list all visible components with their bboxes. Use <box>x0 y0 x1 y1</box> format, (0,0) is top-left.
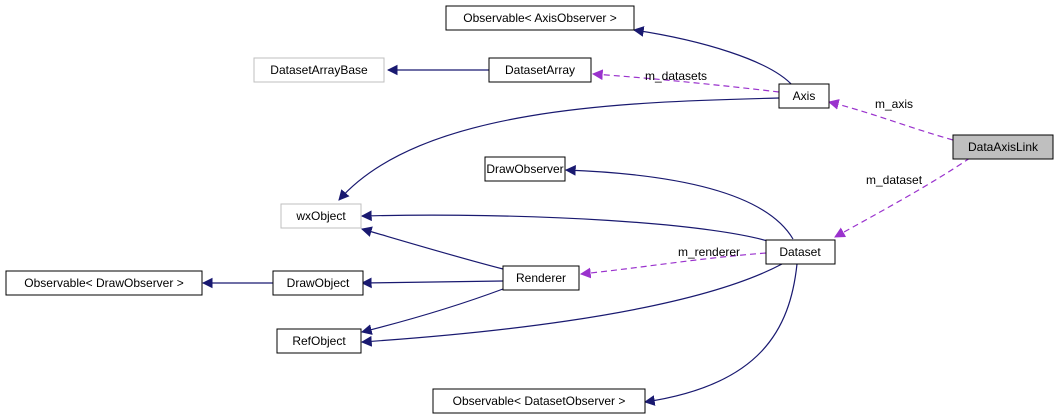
svg-text:Axis: Axis <box>793 89 816 103</box>
svg-text:Observable< DatasetObserver >: Observable< DatasetObserver > <box>453 394 626 408</box>
svg-text:Dataset: Dataset <box>779 245 821 259</box>
node-wxobject: wxObject <box>280 203 362 229</box>
edge-renderer-to-refobject <box>360 288 504 335</box>
node-dataaxislink: DataAxisLink <box>952 134 1054 160</box>
svg-text:Observable< AxisObserver >: Observable< AxisObserver > <box>463 11 616 25</box>
edge-axis-to-wxobject <box>338 97 780 201</box>
edge-dataaxislink-to-dataset <box>834 157 971 238</box>
edge-label-m-datasets: m_datasets <box>645 69 707 83</box>
edge-axis-to-observable-axis <box>632 26 794 87</box>
node-drawobject[interactable]: DrawObject <box>272 270 364 296</box>
svg-text:DataAxisLink: DataAxisLink <box>968 140 1039 154</box>
svg-text:DrawObserver: DrawObserver <box>486 162 563 176</box>
edge-label-m-axis: m_axis <box>875 97 913 111</box>
edge-dataset-to-refobject <box>360 263 783 347</box>
node-observable-axisobserver[interactable]: Observable< AxisObserver > <box>445 5 635 31</box>
edge-axis-to-datasetarray <box>591 69 780 93</box>
svg-text:DatasetArray: DatasetArray <box>505 63 575 77</box>
edge-dataset-to-drawobserver <box>564 164 794 240</box>
edge-renderer-to-wxobject <box>360 226 504 270</box>
svg-text:wxObject: wxObject <box>295 209 346 223</box>
node-datasetarray[interactable]: DatasetArray <box>488 57 592 83</box>
node-observable-datasetobserver[interactable]: Observable< DatasetObserver > <box>432 388 646 414</box>
svg-text:Renderer: Renderer <box>516 271 566 285</box>
node-observable-drawobserver[interactable]: Observable< DrawObserver > <box>5 270 203 296</box>
node-renderer[interactable]: Renderer <box>502 265 580 291</box>
edge-renderer-to-drawobject <box>360 277 504 289</box>
edge-dataset-to-wxobject <box>360 210 781 246</box>
edge-dataaxislink-to-axis <box>827 99 954 141</box>
node-refobject[interactable]: RefObject <box>276 328 362 354</box>
node-datasetarraybase: DatasetArrayBase <box>253 57 385 83</box>
edge-dataset-to-renderer <box>579 252 767 279</box>
node-drawobserver[interactable]: DrawObserver <box>484 156 566 182</box>
svg-text:DatasetArrayBase: DatasetArrayBase <box>270 63 368 77</box>
svg-text:Observable< DrawObserver >: Observable< DrawObserver > <box>24 276 183 290</box>
node-dataset[interactable]: Dataset <box>765 239 836 265</box>
svg-text:DrawObject: DrawObject <box>287 276 350 290</box>
edge-dataset-to-observable-dataset <box>643 263 798 406</box>
node-axis[interactable]: Axis <box>778 83 830 109</box>
edge-label-m-renderer: m_renderer <box>678 245 740 259</box>
svg-text:RefObject: RefObject <box>292 334 346 348</box>
edge-label-m-dataset: m_dataset <box>866 173 923 187</box>
